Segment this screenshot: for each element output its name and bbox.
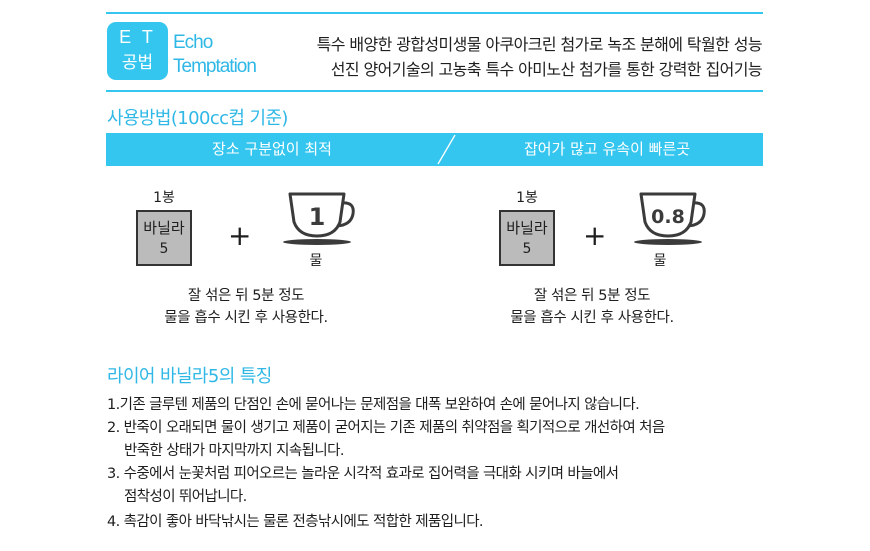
feature-line-3-continued: 점착성이 뛰어납니다. [124, 489, 247, 505]
badge-line1: E T [119, 27, 156, 47]
usage-band: 장소 구분없이 최적 잡어가 많고 유속이 빠른곳 [106, 133, 763, 166]
description-line1: 특수 배양한 광합성미생물 아쿠아크린 첨가로 녹조 분해에 탁월한 성능 [316, 35, 763, 54]
column2-water-cup-icon: 0.8 [634, 192, 706, 245]
column2-heading: 잡어가 많고 유속이 빠른곳 [523, 140, 691, 158]
features-title: 라이어 바닐라5의 특징 [107, 366, 272, 387]
column1-water-label: 물 [309, 253, 323, 269]
usage-title: 사용방법(100cc컵 기준) [107, 108, 288, 129]
column2-product-packet: 바닐라 5 [499, 210, 555, 266]
column2-bag-count: 1봉 [516, 190, 538, 206]
column1-water-cup-icon: 1 [283, 192, 355, 245]
column1-cup-value: 1 [309, 203, 326, 231]
column2-water-label: 물 [653, 253, 667, 269]
header-divider [106, 90, 763, 92]
et-method-badge: E T 공법 [107, 22, 168, 80]
column2-cup-value: 0.8 [651, 206, 685, 228]
band-separator [437, 134, 456, 165]
column2-plus-sign: + [583, 219, 607, 252]
column1-bag-count: 1봉 [153, 190, 175, 206]
description-line2: 선진 양어기술의 고농축 특수 아미노산 첨가를 통한 강력한 집어기능 [330, 60, 763, 79]
column2-instruction-line1: 잘 섞은 뒤 5분 정도 [533, 288, 651, 304]
badge-line2: 공법 [121, 53, 154, 72]
feature-line-1: 1.기존 글루텐 제품의 단점인 손에 묻어나는 문제점을 대폭 보완하여 손에… [107, 397, 640, 413]
column1-product-name: 바닐라 [143, 219, 185, 237]
feature-line-3: 3. 수중에서 눈꽃처럼 피어오르는 놀라운 시각적 효과로 집어력을 극대화 … [107, 466, 619, 482]
brand-line2: Temptation [173, 56, 257, 77]
brand-line1: Echo [173, 32, 213, 53]
column1-product-number: 5 [159, 241, 169, 257]
feature-line-4: 4. 촉감이 좋아 바닥낚시는 물론 전층낚시에도 적합한 제품입니다. [107, 514, 484, 530]
column1-instruction-line1: 잘 섞은 뒤 5분 정도 [187, 288, 305, 304]
column2-product-name: 바닐라 [506, 219, 548, 237]
column1-instruction-line2: 물을 흡수 시킨 후 사용한다. [164, 310, 328, 326]
column2-product-number: 5 [522, 241, 532, 257]
top-divider [106, 12, 763, 14]
feature-line-2: 2. 반죽이 오래되면 물이 생기고 제품이 굳어지는 기존 제품의 취약점을 … [107, 420, 665, 436]
column2-instruction-line2: 물을 흡수 시킨 후 사용한다. [510, 310, 674, 326]
column1-product-packet: 바닐라 5 [136, 210, 192, 266]
feature-line-2-continued: 반죽한 상태가 마지막까지 지속됩니다. [124, 443, 344, 459]
column1-heading: 장소 구분없이 최적 [212, 140, 332, 158]
column1-plus-sign: + [228, 219, 252, 252]
